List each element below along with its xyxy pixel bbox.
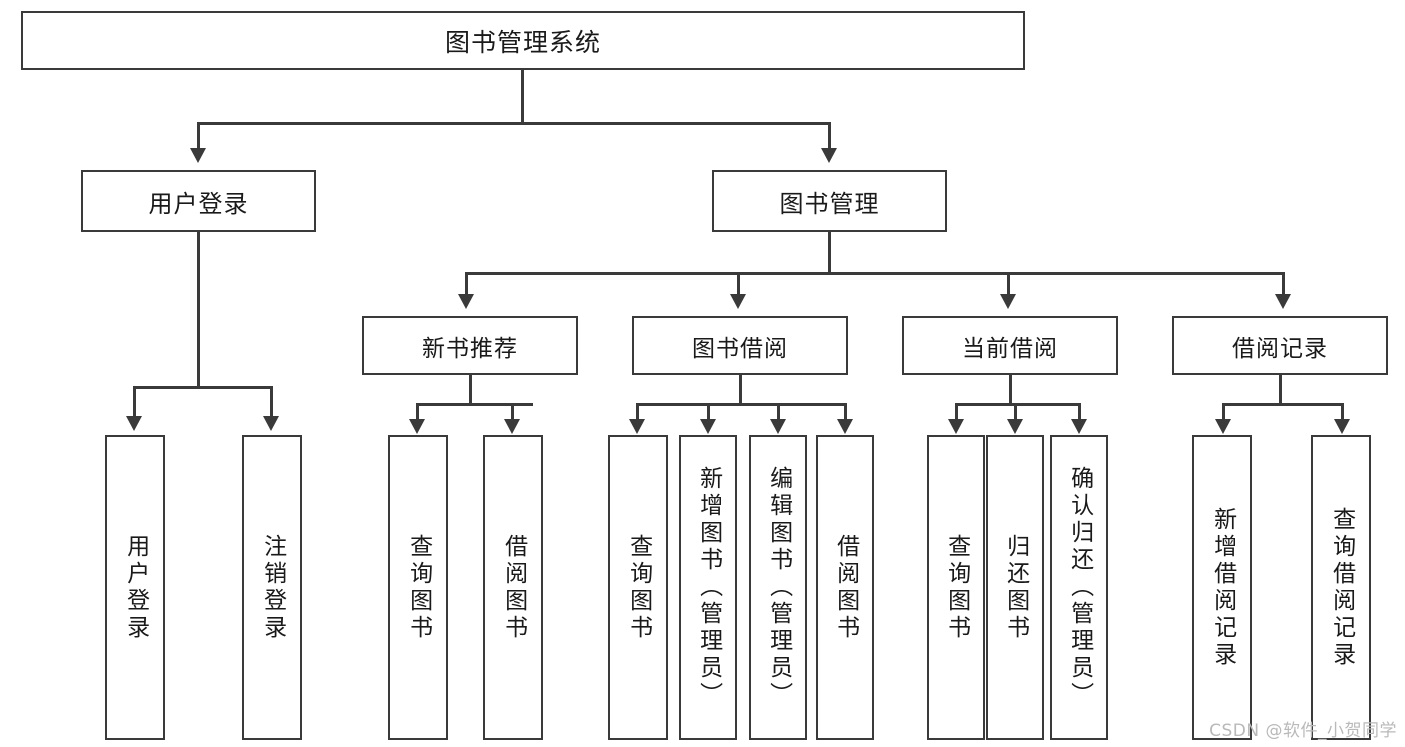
connector-bb-stem: [739, 375, 742, 403]
connector-bb-bus: [636, 403, 844, 406]
connector-bb-drop-4: [844, 403, 847, 421]
connector-bm-drop-new-book: [465, 272, 468, 296]
connector-cb-stem: [1009, 375, 1012, 403]
connector-book-management-stem: [828, 232, 831, 272]
leaf-confirm-return-admin[interactable]: 确认归还（管理员）: [1050, 435, 1108, 740]
leaf-return-book[interactable]: 归还图书: [986, 435, 1044, 740]
leaf-borrow-book-recommend[interactable]: 借阅图书: [483, 435, 543, 740]
leaf-query-book-recommend[interactable]: 查询图书: [388, 435, 448, 740]
connector-br-drop-1: [1222, 403, 1225, 421]
connector-user-login-stem: [197, 232, 200, 386]
node-book-management-system[interactable]: 图书管理系统: [21, 11, 1025, 70]
connector-nbr-drop-1: [416, 403, 419, 421]
csdn-watermark: CSDN @软件_小贺同学: [1209, 721, 1397, 741]
arrow-bm-to-current-borrow: [1000, 294, 1016, 309]
connector-nbr-bus: [416, 403, 533, 406]
connector-user-login-drop-1: [133, 386, 136, 418]
connector-bm-drop-borrow-record: [1282, 272, 1285, 296]
connector-root-to-user-login: [197, 122, 200, 150]
node-book-management[interactable]: 图书管理: [712, 170, 947, 232]
leaf-user-login[interactable]: 用户登录: [105, 435, 165, 740]
leaf-add-book-admin[interactable]: 新增图书（管理员）: [679, 435, 737, 740]
arrow-br-to-query-record: [1334, 419, 1350, 434]
arrow-bm-to-book-borrow: [730, 294, 746, 309]
arrow-cb-to-confirm-return: [1071, 419, 1087, 434]
connector-root-to-book-management: [828, 122, 831, 150]
leaf-borrow-book-borrow[interactable]: 借阅图书: [816, 435, 874, 740]
arrow-cb-to-return-book: [1007, 419, 1023, 434]
arrow-bm-to-borrow-record: [1275, 294, 1291, 309]
connector-bb-drop-3: [777, 403, 780, 421]
arrow-user-login-to-leaf-user-login: [126, 416, 142, 431]
arrow-bm-to-new-book-recommend: [458, 294, 474, 309]
arrow-nbr-to-borrow-book: [504, 419, 520, 434]
node-borrow-record[interactable]: 借阅记录: [1172, 316, 1388, 375]
arrow-br-to-add-record: [1215, 419, 1231, 434]
connector-cb-drop-1: [955, 403, 958, 421]
node-new-book-recommend[interactable]: 新书推荐: [362, 316, 578, 375]
leaf-add-borrow-record[interactable]: 新增借阅记录: [1192, 435, 1252, 740]
leaf-query-borrow-record[interactable]: 查询借阅记录: [1311, 435, 1371, 740]
connector-nbr-stem: [469, 375, 472, 403]
arrow-bb-to-query-book: [629, 419, 645, 434]
connector-bb-drop-1: [636, 403, 639, 421]
connector-user-login-drop-2: [270, 386, 273, 418]
arrow-nbr-to-query-book: [409, 419, 425, 434]
node-book-borrow[interactable]: 图书借阅: [632, 316, 848, 375]
arrow-user-login-to-leaf-user-logout: [263, 416, 279, 431]
connector-br-stem: [1279, 375, 1282, 403]
node-current-borrow[interactable]: 当前借阅: [902, 316, 1118, 375]
arrow-root-to-book-management: [821, 148, 837, 163]
connector-book-management-bus: [465, 272, 1285, 275]
leaf-query-book-borrow[interactable]: 查询图书: [608, 435, 668, 740]
leaf-edit-book-admin[interactable]: 编辑图书（管理员）: [749, 435, 807, 740]
connector-bm-drop-current-borrow: [1007, 272, 1010, 296]
arrow-cb-to-query-book: [948, 419, 964, 434]
connector-bm-drop-book-borrow: [737, 272, 740, 296]
leaf-user-logout[interactable]: 注销登录: [242, 435, 302, 740]
arrow-bb-to-add-book: [700, 419, 716, 434]
arrow-root-to-user-login: [190, 148, 206, 163]
connector-root-stem: [521, 70, 524, 122]
connector-nbr-drop-2: [511, 403, 514, 421]
connector-cb-drop-3: [1078, 403, 1081, 421]
connector-br-drop-2: [1341, 403, 1344, 421]
connector-bb-drop-2: [707, 403, 710, 421]
connector-user-login-bus: [133, 386, 273, 389]
arrow-bb-to-borrow-book: [837, 419, 853, 434]
connector-root-bus: [197, 122, 831, 125]
node-user-login[interactable]: 用户登录: [81, 170, 316, 232]
leaf-query-book-current[interactable]: 查询图书: [927, 435, 985, 740]
connector-br-bus: [1222, 403, 1344, 406]
connector-cb-drop-2: [1014, 403, 1017, 421]
connector-cb-bus: [955, 403, 1080, 406]
arrow-bb-to-edit-book: [770, 419, 786, 434]
